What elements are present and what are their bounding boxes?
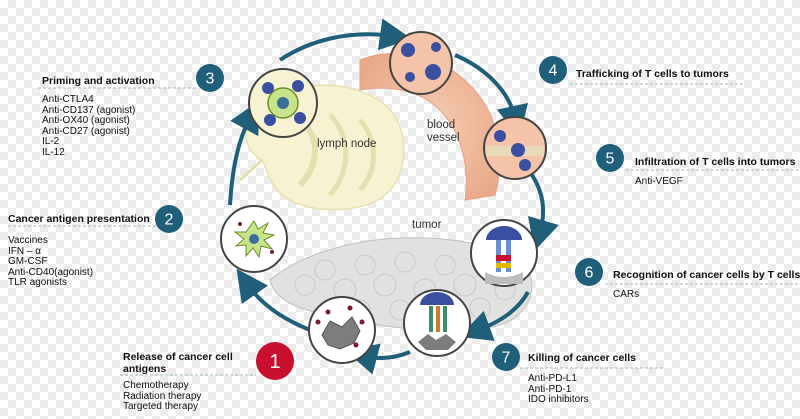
step-3-drug-list: Anti-CTLA4 Anti-CD137 (agonist) Anti-OX4…: [42, 94, 136, 158]
step-2-drug: IFN – α: [8, 245, 42, 257]
step-1-title: Release of cancer cell antigens: [123, 351, 233, 375]
step-2-drug: Vaccines: [8, 235, 48, 246]
step-6-drug-list: CARs: [613, 289, 640, 301]
cell-vignette-priming: [248, 68, 318, 138]
blood-vessel-label: blood vessel: [427, 119, 460, 144]
step-3-badge: 3: [196, 64, 224, 92]
step-badge-circle: [492, 343, 520, 371]
step-badge-number: 5: [606, 151, 615, 168]
step-7-drug: Anti-PD-1: [528, 383, 572, 395]
step-badge-number: 6: [585, 265, 594, 282]
step-1-drug: Targeted therapy: [123, 401, 199, 412]
step-badge-number: 1: [269, 351, 280, 373]
cell-vignette-infiltration: [483, 116, 547, 180]
step-3-title: Priming and activation: [42, 75, 155, 87]
step-6-badge: 6: [575, 258, 603, 286]
arrow-5-to-6: [528, 173, 559, 252]
leader-lines: [8, 83, 800, 376]
step-4-title: Trafficking of T cells to tumors: [576, 68, 729, 80]
arrow-3-to-4: [278, 18, 412, 62]
cell-vignette-killing: [403, 289, 471, 357]
step-6-title: Recognition of cancer cells by T cells: [613, 269, 800, 281]
arrow-2-to-3: [228, 100, 260, 206]
step-6-drug: CARs: [613, 289, 640, 300]
step-7-drug: IDO inhibitors: [528, 394, 589, 405]
step-5-drug-list: Anti-VEGF: [635, 176, 683, 188]
cell-vignette-trafficking: [389, 31, 453, 95]
step-3-drug: IL-2: [42, 136, 60, 147]
step-5-drug: Anti-VEGF: [635, 176, 683, 187]
cell-vignette-release: [308, 296, 376, 364]
step-2-drug: GM-CSF: [8, 256, 48, 267]
cell-vignette-recognition: [470, 219, 538, 287]
step-badge-circle: [539, 56, 567, 84]
step-2-title: Cancer antigen presentation: [8, 213, 150, 225]
step-7-drug-list: Anti-PD-L1 Anti-PD-1 IDO inhibitors: [528, 373, 589, 406]
cell-vignette-presentation: [220, 205, 288, 273]
step-badge-circle: [196, 64, 224, 92]
step-3-drug: IL-12: [42, 146, 65, 158]
step-2-drug: TLR agonists: [8, 277, 67, 288]
tumor-label: tumor: [412, 219, 442, 231]
step-7-drug: Anti-PD-L1: [528, 373, 577, 384]
step-badge-circle: [155, 205, 183, 233]
step-3-drug: Anti-OX40 (agonist): [42, 115, 130, 126]
step-5-title: Infiltration of T cells into tumors: [635, 156, 796, 168]
step-3-drug: Anti-CD27 (agonist): [42, 125, 130, 137]
step-7-badge: 7: [492, 343, 520, 371]
step-2-drug: Anti-CD40(agonist): [8, 266, 94, 278]
step-badge-circle: [256, 342, 294, 380]
step-2-badge: 2: [155, 205, 183, 233]
arrow-1-to-2: [236, 268, 311, 332]
step-4-badge: 4: [539, 56, 567, 84]
step-5-badge: 5: [596, 144, 624, 172]
step-badge-number: 7: [502, 350, 511, 367]
step-badge-number: 3: [206, 71, 215, 88]
step-7-title: Killing of cancer cells: [528, 352, 636, 364]
step-badge-number: 4: [549, 63, 558, 80]
arrow-6-to-7: [459, 290, 530, 341]
step-1-drug: Chemotherapy: [123, 380, 189, 391]
arrow-4-to-5: [454, 53, 529, 138]
step-1-drug-list: Chemotherapy Radiation therapy Targeted …: [123, 380, 202, 413]
cycle-arrows: [228, 18, 559, 375]
step-2-drug-list: Vaccines IFN – α GM-CSF Anti-CD40(agonis…: [8, 235, 94, 289]
step-badge-circle: [596, 144, 624, 172]
step-1-badge: 1: [256, 342, 294, 380]
step-3-drug: Anti-CTLA4: [42, 94, 94, 105]
step-3-drug: Anti-CD137 (agonist): [42, 104, 136, 116]
step-1-drug: Radiation therapy: [123, 390, 202, 402]
arrow-7-to-1: [345, 343, 411, 375]
lymph-node-label: lymph node: [317, 138, 377, 150]
step-badge-circle: [575, 258, 603, 286]
step-badge-number: 2: [165, 212, 174, 229]
